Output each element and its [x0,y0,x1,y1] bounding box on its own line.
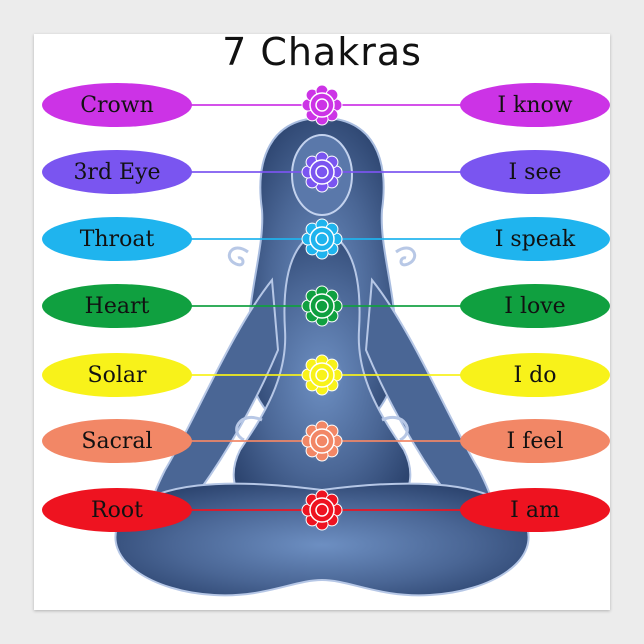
chakra-affirmation-throat: I speak [460,217,610,261]
chakra-name-solar: Solar [42,353,192,397]
chakra-name-sacral: Sacral [42,419,192,463]
chakra-name-crown: Crown [42,83,192,127]
chakra-affirmation-solar: I do [460,353,610,397]
chakra-name-3rd-eye: 3rd Eye [42,150,192,194]
chakra-symbol-solar-icon [301,354,343,396]
chakra-affirmation-sacral: I feel [460,419,610,463]
chakra-affirmation-heart: I love [460,284,610,328]
chakra-affirmation-3rd-eye: I see [460,150,610,194]
chakra-symbol-root-icon [301,489,343,531]
chakra-affirmation-root: I am [460,488,610,532]
chakra-symbol-3rd-eye-icon [301,151,343,193]
chakra-symbol-sacral-icon [301,420,343,462]
chakra-name-throat: Throat [42,217,192,261]
chakra-symbol-throat-icon [301,218,343,260]
chakra-name-root: Root [42,488,192,532]
chakra-symbol-heart-icon [301,285,343,327]
chakra-name-heart: Heart [42,284,192,328]
chakra-symbol-crown-icon [301,84,343,126]
chakra-affirmation-crown: I know [460,83,610,127]
page-title: 7 Chakras [222,30,422,74]
